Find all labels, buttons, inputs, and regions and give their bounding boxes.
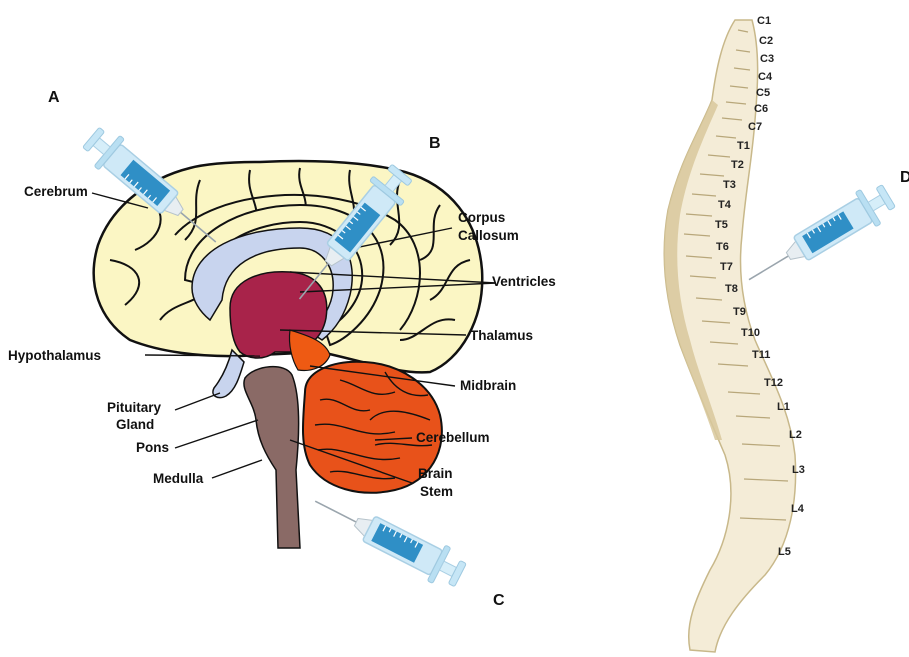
vertebra-label-t9: T9 [733,306,746,318]
label-hypothalamus: Hypothalamus [8,348,101,363]
label-cerebrum: Cerebrum [24,184,88,199]
label-ventricles: Ventricles [492,274,556,289]
vertebra-label-c5: C5 [756,87,770,99]
vertebra-label-l2: L2 [789,429,802,441]
vertebra-label-c3: C3 [760,53,774,65]
label-corpus-callosum-line2: Callosum [458,228,519,243]
label-corpus-callosum-line1: Corpus [458,210,505,225]
label-pituitary-line2: Gland [116,417,154,432]
vertebra-label-c7: C7 [748,121,762,133]
vertebra-label-t3: T3 [723,179,736,191]
vertebra-label-t6: T6 [716,241,729,253]
vertebra-label-t5: T5 [715,219,728,231]
brain-stem-shape [244,367,300,548]
vertebra-label-c1: C1 [757,15,771,27]
syringe-d [739,179,899,297]
letter-a: A [48,89,60,106]
vertebra-label-t2: T2 [731,159,744,171]
vertebra-label-c2: C2 [759,35,773,47]
syringe-c [306,483,469,593]
letter-c: C [493,592,505,609]
vertebra-label-c6: C6 [754,103,768,115]
label-brain-stem-line2: Stem [420,484,453,499]
letter-b: B [429,135,441,152]
vertebra-label-t11: T11 [752,349,770,361]
vertebra-label-t10: T10 [741,327,760,339]
label-midbrain: Midbrain [460,378,516,393]
vertebra-label-t1: T1 [737,140,750,152]
vertebra-label-l4: L4 [791,503,805,515]
vertebra-label-l1: L1 [777,401,790,413]
vertebra-label-t7: T7 [720,261,733,273]
label-pons: Pons [136,440,169,455]
vertebra-label-t12: T12 [764,377,783,389]
label-brain-stem-line1: Brain [418,466,453,481]
label-cerebellum: Cerebellum [416,430,490,445]
vertebra-label-t4: T4 [718,199,732,211]
label-pituitary-line1: Pituitary [107,400,162,415]
spine-illustration [664,20,795,652]
label-medulla: Medulla [153,471,204,486]
vertebra-label-c4: C4 [758,71,773,83]
vertebra-label-t8: T8 [725,283,738,295]
label-thalamus: Thalamus [470,328,533,343]
vertebra-label-l5: L5 [778,546,791,558]
letter-d: D [900,169,909,186]
vertebra-label-l3: L3 [792,464,805,476]
